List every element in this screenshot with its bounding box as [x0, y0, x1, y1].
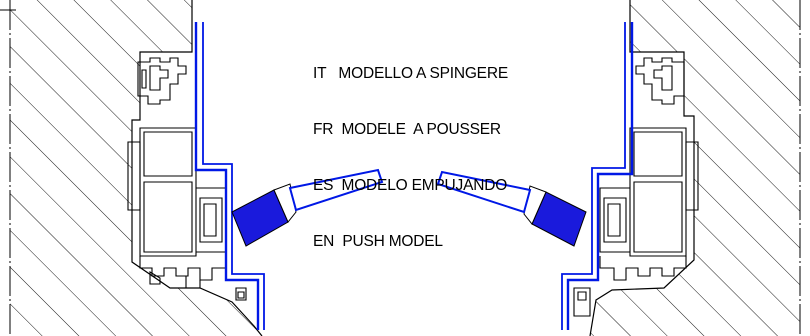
- caption-line-es: ES MODELO EMPUJANDO: [313, 176, 508, 194]
- right-wall-hatch: [590, 0, 800, 336]
- right-wall-section: [589, 0, 801, 336]
- caption-line-en: EN PUSH MODEL: [313, 232, 443, 250]
- left-brush-icon: [231, 168, 384, 247]
- right-wall-outline: [589, 0, 695, 336]
- right-seal-line: [561, 22, 634, 330]
- right-brush-icon: [436, 170, 587, 247]
- left-wall-outline: [131, 0, 263, 336]
- caption-line-it: IT MODELLO A SPINGERE: [313, 65, 508, 83]
- left-seal-line: [194, 22, 265, 330]
- right-frame-profile: [573, 57, 699, 317]
- caption-line-fr: FR MODELE A POUSSER: [313, 120, 501, 138]
- left-wall-section: [0, 0, 263, 336]
- left-wall-hatch: [10, 0, 262, 336]
- left-frame-profile: [127, 57, 247, 301]
- model-caption: IT MODELLO A SPINGERE FR MODELE A POUSSE…: [313, 28, 508, 270]
